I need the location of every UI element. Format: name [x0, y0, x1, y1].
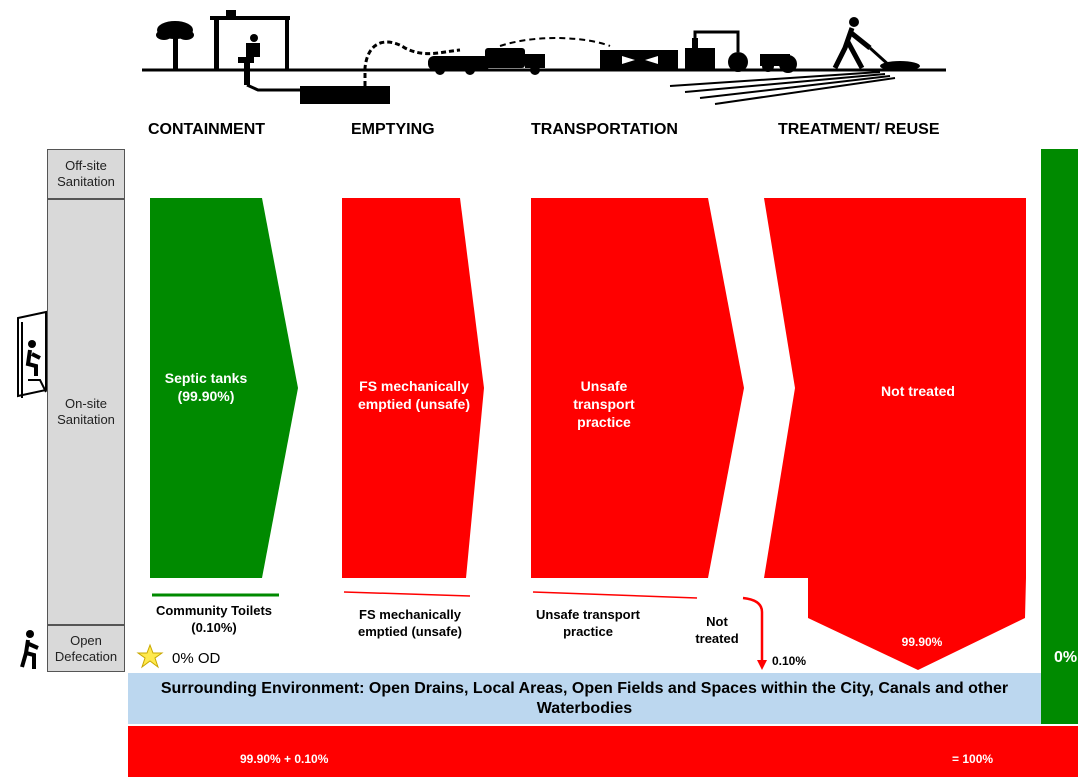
safely-managed-percent: 0%: [1054, 649, 1078, 666]
sanitation-chain-illustration: [142, 10, 946, 105]
onsite-sanitation-box: On-site Sanitation: [47, 199, 125, 625]
small-percent-label: 0.10%: [772, 654, 807, 668]
not-treated-label: Not treated: [881, 383, 955, 399]
treatment-plant-icon: [600, 30, 748, 72]
not-treated-below-label: Not treated: [695, 614, 739, 646]
septic-tanks-flow: [150, 198, 298, 578]
fs-emptied-line: [343, 591, 471, 597]
unsafe-transport-below-label: Unsafe transport practice: [535, 607, 641, 639]
fs-emptied-flow: [342, 198, 484, 578]
unsafe-transport-label: Unsafe transport practice: [573, 378, 635, 430]
not-treated-flow: [764, 198, 1026, 670]
fs-emptied-label: FS mechanically emptied (unsafe): [357, 378, 470, 412]
stage-emptying: EMPTYING: [351, 121, 435, 138]
unsafe-transport-line: [532, 591, 698, 599]
stage-transportation: TRANSPORTATION: [531, 121, 678, 138]
unsafe-transport-flow: [531, 198, 744, 578]
star-icon: [136, 643, 164, 669]
septic-tanks-label: Septic tanks (99.90%): [164, 370, 248, 404]
stage-treatment-reuse: TREATMENT/ REUSE: [778, 121, 940, 138]
total-result: = 100%: [952, 752, 994, 766]
farmer-icon: [832, 17, 920, 71]
stage-containment: CONTAINMENT: [148, 121, 266, 138]
toilet-user-icon: [17, 310, 47, 398]
big-percent-label: 99.90%: [901, 635, 943, 649]
total-formula: 99.90% + 0.10%: [240, 752, 329, 766]
total-unsafe-bar: 99.90% + 0.10% = 100%: [128, 726, 1078, 777]
open-defecation-box: Open Defecation: [47, 625, 125, 672]
offsite-sanitation-box: Off-site Sanitation: [47, 149, 125, 199]
fs-emptied-below-label: FS mechanically emptied (unsafe): [357, 607, 462, 639]
open-defecation-person-icon: [20, 630, 39, 669]
surrounding-environment-band: Surrounding Environment: Open Drains, Lo…: [128, 673, 1041, 724]
tree-icon: [156, 21, 194, 70]
community-toilets-label: Community Toilets (0.10%): [155, 603, 273, 635]
vacuum-truck-icon: [428, 48, 545, 75]
toilet-house-icon: [210, 10, 300, 92]
septic-tank-icon: [300, 86, 390, 104]
not-treated-drop-line: [742, 596, 764, 662]
safely-managed-bar: [1041, 149, 1078, 724]
open-defecation-label: 0% OD: [172, 650, 221, 667]
tractor-icon: [760, 54, 797, 73]
